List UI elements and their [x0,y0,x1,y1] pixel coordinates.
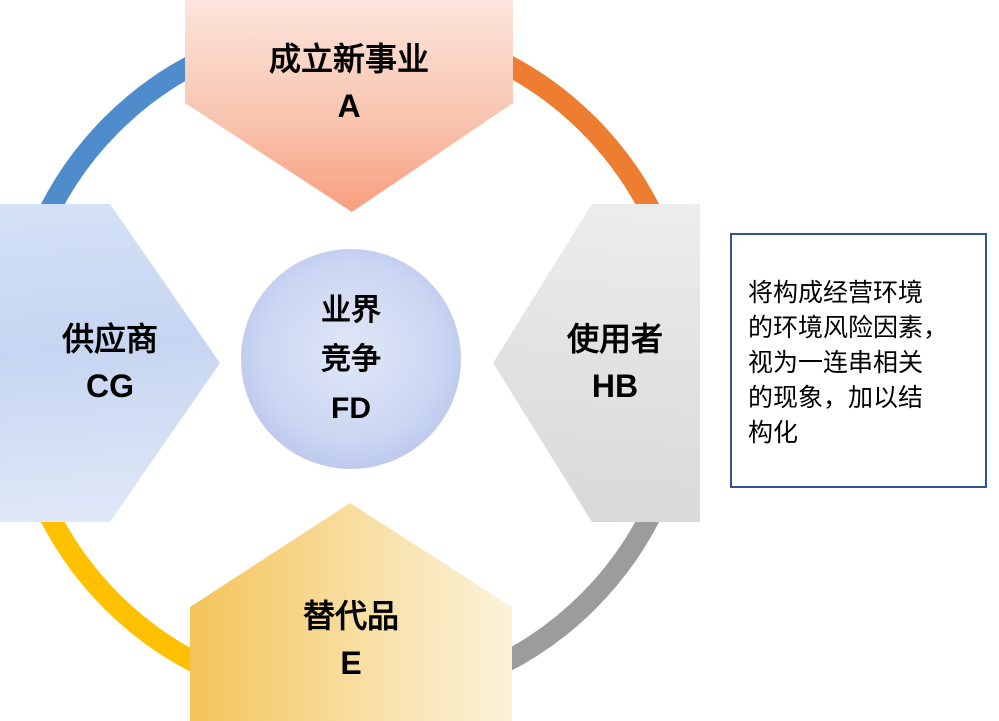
annotation-line: 构化 [748,419,799,447]
node-substitute-letter: E [340,645,362,681]
annotation-line: 视为一连串相关 [748,349,924,377]
annotation-line: 的环境风险因素， [748,314,949,342]
annotation-line: 的现象，加以结 [748,384,924,412]
node-supplier-label: 供应商 [61,321,158,357]
node-industry-competition-line2: 竞争 [321,342,381,376]
node-industry-competition-letter: FD [331,391,371,425]
node-substitute-label: 替代品 [302,598,399,634]
node-supplier-letter: CG [86,368,134,404]
node-industry-competition-line1: 业界 [321,293,381,327]
annotation-line: 将构成经营环境 [748,279,924,307]
node-industry-competition: 业界 竞争 FD [241,249,461,469]
annotation-box: 将构成经营环境 的环境风险因素， 视为一连串相关 的现象，加以结 构化 [730,233,987,488]
node-new-business-letter: A [337,88,361,124]
node-new-business-label: 成立新事业 [268,41,429,77]
node-user-letter: HB [591,368,639,404]
node-user-label: 使用者 [566,321,663,357]
